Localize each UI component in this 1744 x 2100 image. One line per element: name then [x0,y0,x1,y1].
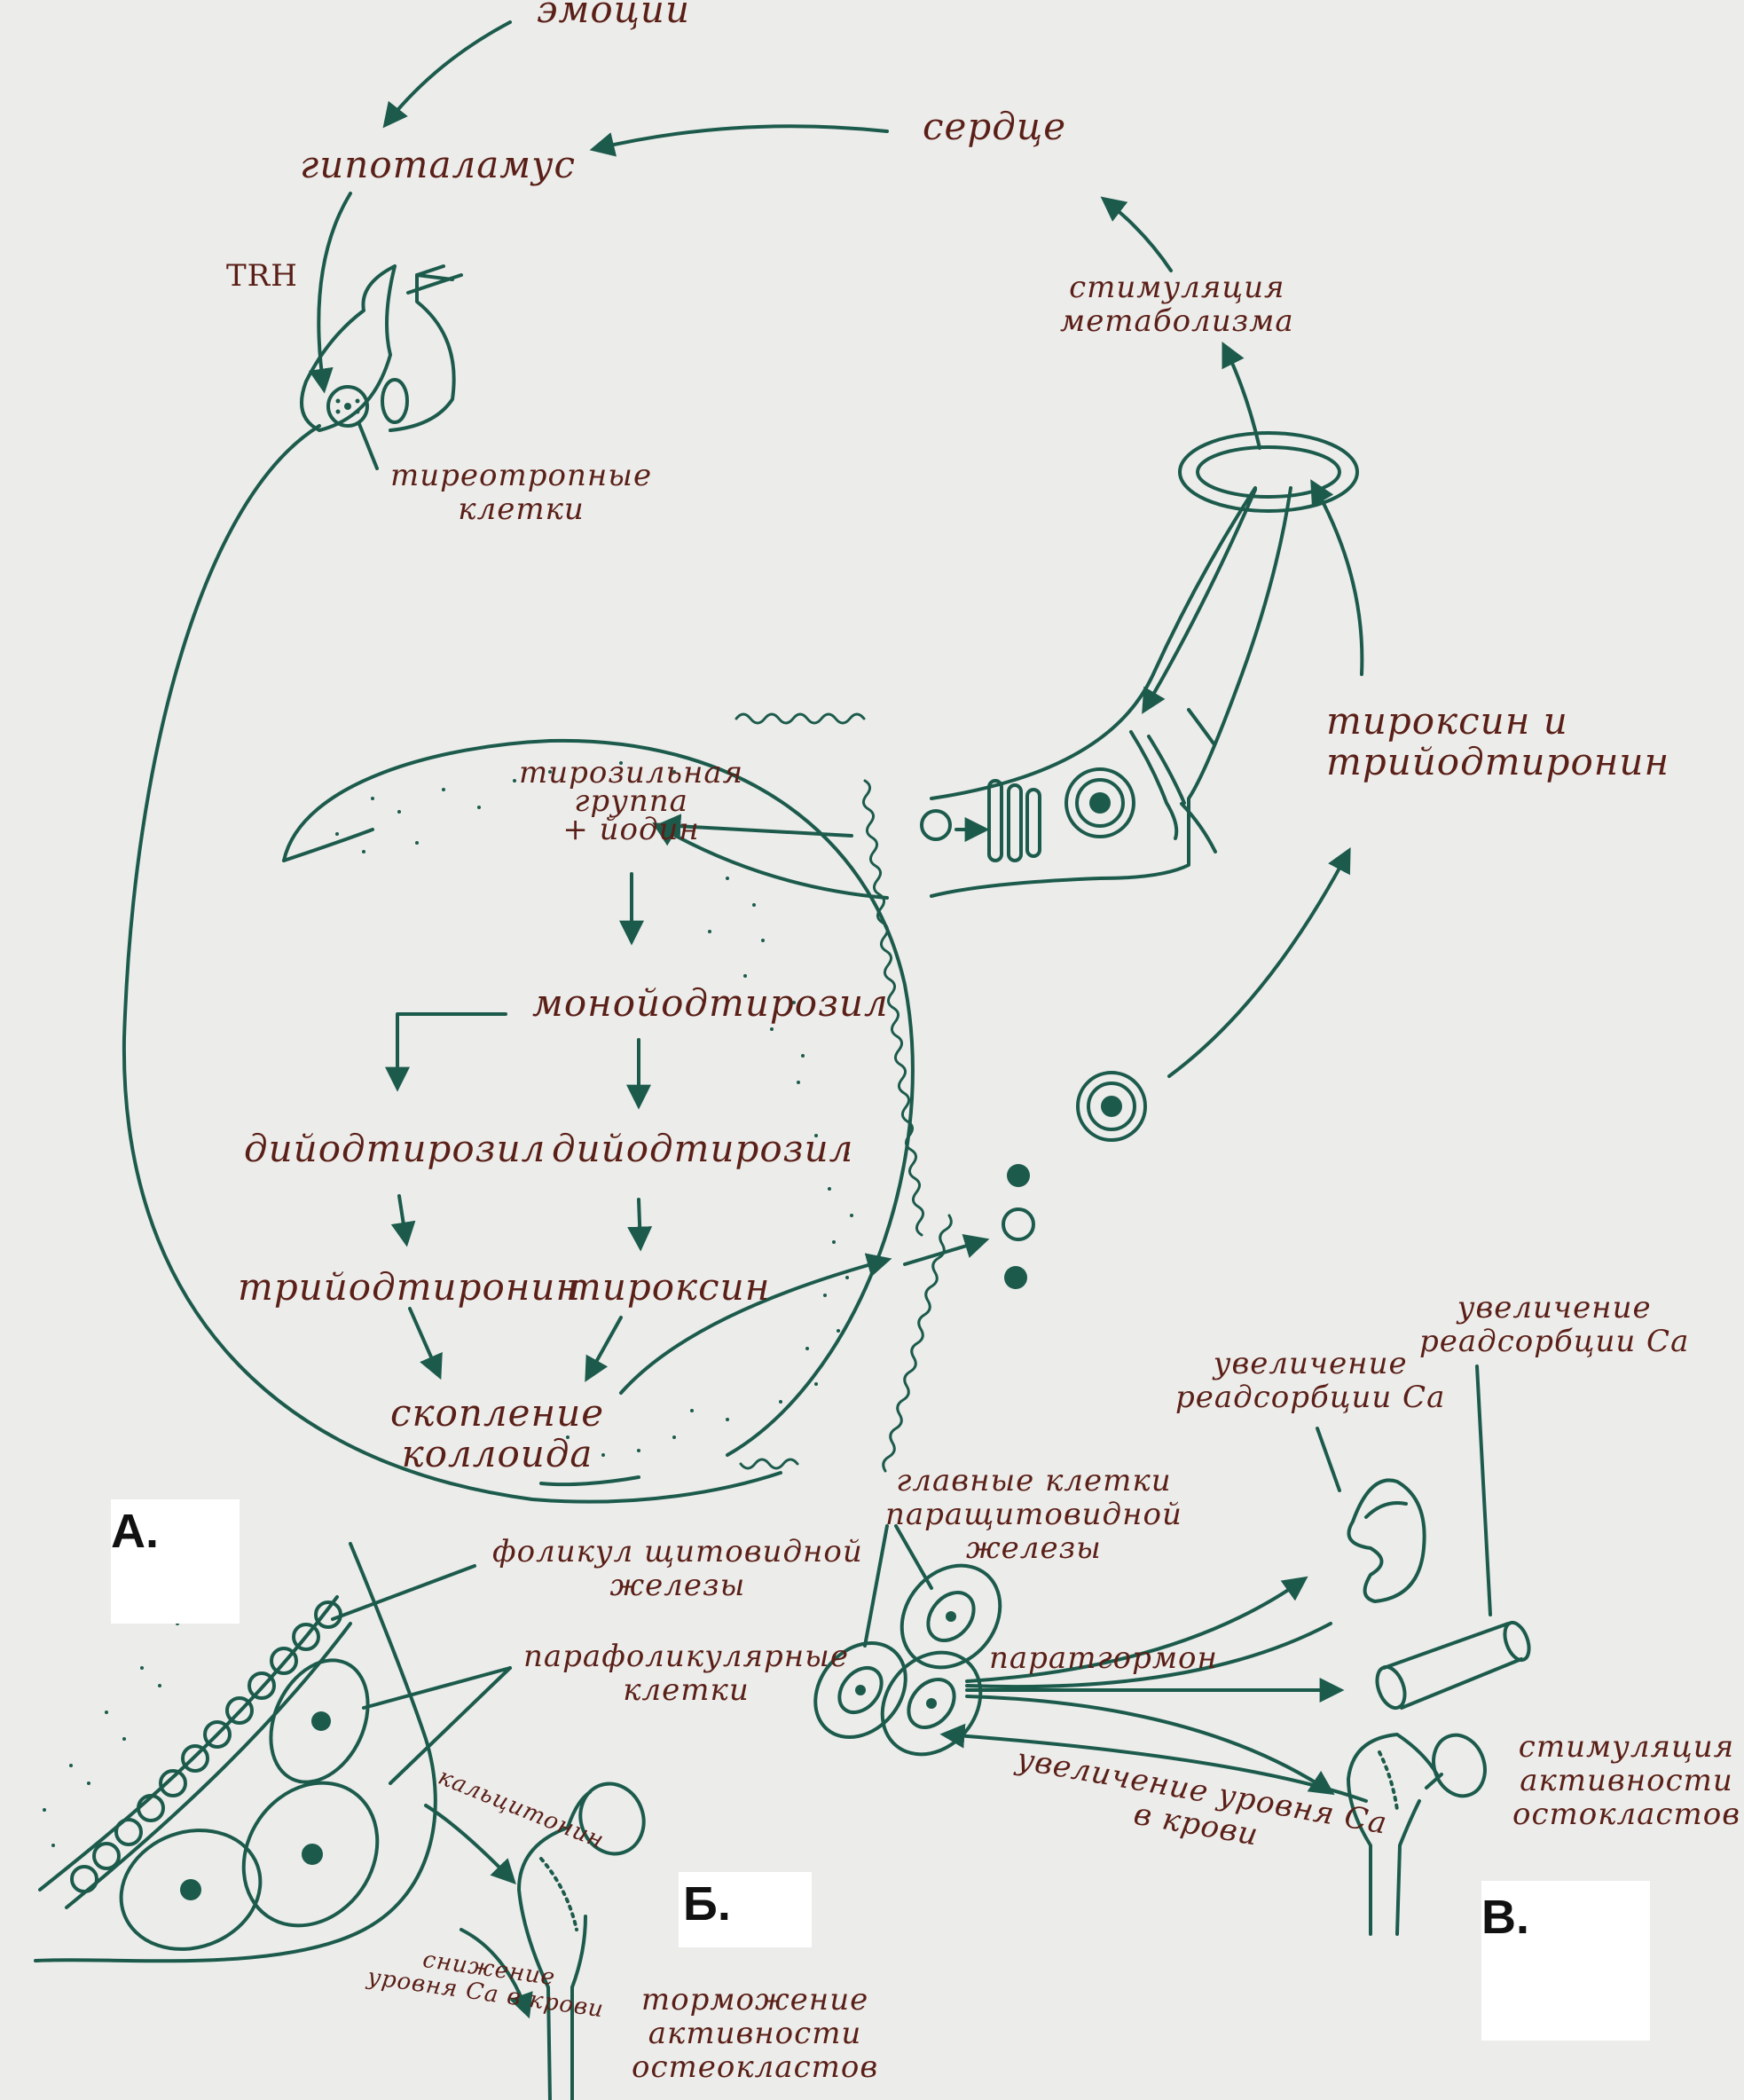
thyroid-follicle-colloid [282,712,953,1487]
label-trh: TRH [226,258,298,294]
label-t4-t3: тироксин и трийодтиронин [1326,699,1670,783]
granule-dark-2 [1004,1266,1027,1289]
parathormone-arrow-2 [965,1622,1332,1689]
arrow-t3-colloid [408,1307,443,1380]
panel-c-label: В. [1481,1891,1529,1944]
arrow-mono-left [385,1012,507,1092]
bone-c [1347,1733,1487,1936]
parafollicular-leader-1 [362,1666,512,1710]
chief-cells-leader-2 [863,1524,889,1648]
granule-light [1002,1207,1035,1241]
label-heart: сердце [923,105,1067,148]
parathormone-arrow-4 [965,1695,1335,1796]
label-diiodotyrosyl-left: дийодтирозил [244,1127,546,1170]
label-ca-resorption-kidney: увеличение реадсорбции Ca [1175,1346,1446,1415]
label-metabolism-stimulation: стимуляция метаболизма [1060,270,1294,339]
tsh-loop [122,424,782,1504]
chief-cells-leader [894,1524,933,1590]
panel-b-box [679,1872,812,1947]
parathormone-arrow-1 [965,1576,1308,1683]
secretory-cell [1076,1071,1147,1142]
metabolism-to-heart-arrow [1100,196,1173,272]
parafollicular-leader-2 [389,1666,512,1785]
intestine-tube [1375,1620,1531,1711]
emotions-to-hypothalamus-arrow [382,20,512,129]
ca-blood-arrow [939,1723,1368,1803]
label-chief-cells: главные клетки паращитовидной железы [885,1463,1182,1566]
iodine-uptake-arrow-2 [652,822,889,900]
label-triiodothyronine: трийодтиронин [238,1265,582,1309]
kidney [1347,1478,1426,1603]
panel-c-box [1481,1881,1650,2041]
label-thyroid-follicle: фоликул щитовидной железы [492,1534,863,1603]
calcitonin-arrow [424,1804,516,1885]
panel-b-label: Б. [683,1877,731,1931]
arrow-release-to-cell [903,1234,990,1266]
panel-a-label: А. [111,1505,159,1558]
label-thyroxine: тироксин [566,1265,771,1309]
label-colloid: скопление коллоида [390,1391,605,1475]
hypothalamus-to-pituitary-arrow [308,192,352,394]
target-cell [920,431,1364,898]
arrow-colloid-release [619,1253,892,1395]
arrow-di-left-down [390,1194,416,1247]
label-ca-resorption-intestine: увеличение реадсорбции Ca [1419,1290,1690,1359]
granule-dark [1007,1164,1030,1187]
pituitary-gland [300,264,463,470]
label-parafollicular-cells: парафоликулярные клетки [523,1639,849,1708]
kidney-leader [1316,1427,1341,1492]
arrow-di-right-down [627,1198,653,1252]
follicle-label-leader [331,1564,476,1621]
label-osteoclast-stimulation: стимуляция активности остокластов [1512,1729,1740,1832]
label-thyrotropic-cells: тиреотропные клетки [390,458,653,527]
iodine-uptake-arrow [656,814,853,839]
arrow-t4-colloid [585,1316,623,1382]
follicle-cell-membrane [735,712,953,1473]
decrease-ca-arrow [460,1928,533,2019]
label-tyrosyl-iodine: тирозильная группа + йодин [519,755,744,847]
label-parathormone: паратгормон [989,1640,1218,1676]
parafollicular-tissue [34,1542,437,1963]
label-osteoclast-inhibition: торможение активности остеокластов [632,1982,879,2085]
bone-b [517,1781,646,2100]
intestine-leader [1475,1365,1492,1616]
label-emotions: эмоции [537,0,691,31]
label-diiodotyrosyl-right: дийодтирозил [552,1127,854,1170]
label-hypothalamus: гипоталамус [300,143,576,186]
label-monoiodotyrosyl: монойодтирозил [532,981,889,1025]
arrow-to-t3t4 [1167,847,1351,1078]
heart-to-hypothalamus-arrow [589,124,889,157]
cell-to-metabolism-arrow [1222,341,1261,450]
panel-a-box [111,1499,240,1624]
